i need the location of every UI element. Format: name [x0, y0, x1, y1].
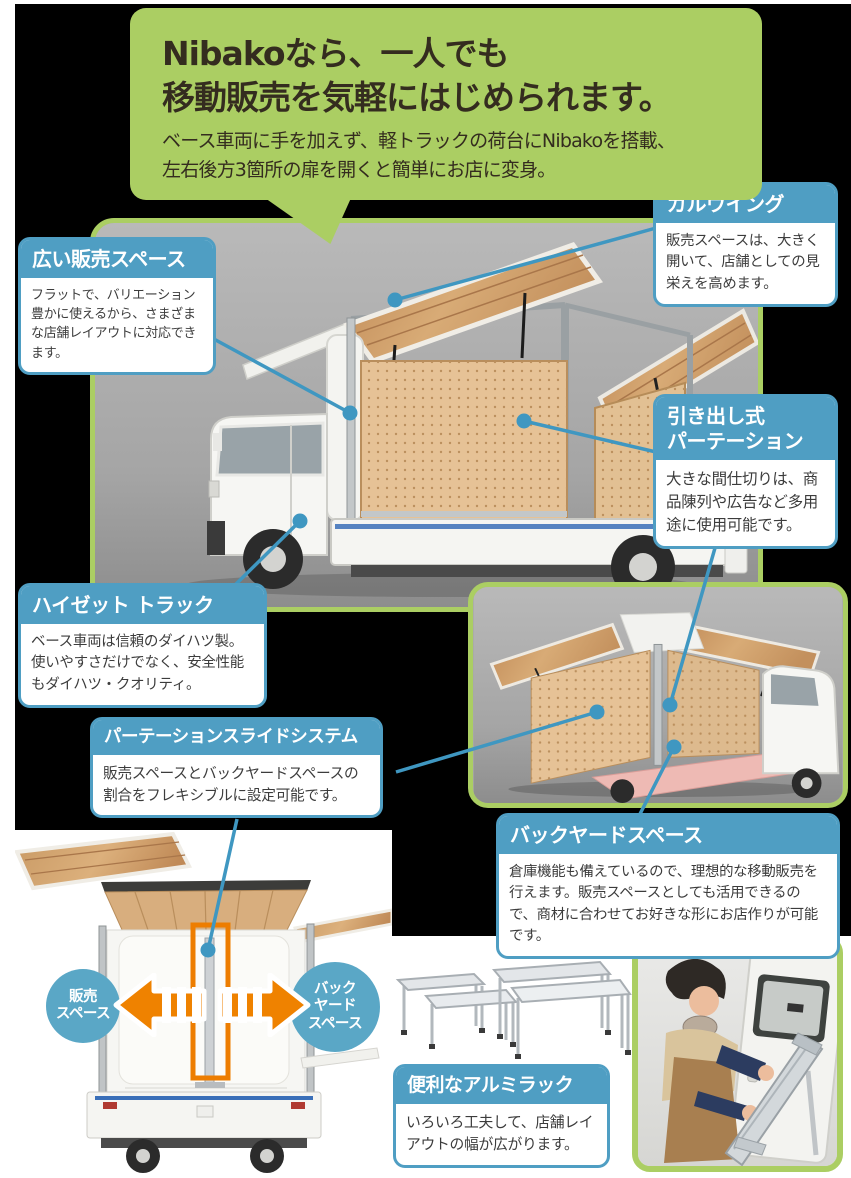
front-post: [346, 317, 356, 521]
callout-backyard-space-body: 倉庫機能も備えているので、理想的な移動販売を行えます。販売スペースとしても活用で…: [509, 864, 818, 944]
callout-wide-sales-space-body: フラットで、バリエーション豊かに使えるから、さまざまな店舗レイアウトに対応できま…: [31, 288, 197, 361]
callout-gullwing-body: 販売スペースは、大きく開いて、店舗としての見栄えを高めます。: [666, 233, 820, 292]
callout-aluminum-rack: 便利なアルミラック いろいろ工夫して、店舗レイアウトの幅が広がります。: [393, 1064, 610, 1168]
callout-partition-slide-system-title: パーテーションスライドシステム: [93, 720, 380, 755]
person-photo-frame: [632, 935, 843, 1172]
rack-table-back-right: [491, 960, 613, 1039]
arrow-left-icon: [113, 973, 207, 1037]
intro-banner: Nibakoなら、一人でも 移動販売を気軽にはじめられます。 ベース車両に手を加…: [130, 8, 762, 200]
table-leg: [805, 1070, 819, 1156]
callout-pullout-partition-body: 大きな間仕切りは、商品陳列や広告など多用途に使用可能です。: [666, 470, 819, 534]
diagram-wheels: [126, 1139, 284, 1173]
truck-rear-angle-illustration: [473, 587, 843, 803]
diagram-bed: [86, 1091, 322, 1148]
callout-partition-slide-system-body: 販売スペースとバックヤードスペースの割合をフレキシブルに設定可能です。: [103, 764, 359, 804]
rear-left-wheel: [610, 779, 635, 803]
front-wheel: [243, 529, 303, 589]
rack-table-front-left: [423, 988, 519, 1049]
center-post: [653, 643, 663, 766]
callout-wide-sales-space-title: 広い販売スペース: [21, 240, 213, 278]
side-shelf: [300, 1047, 380, 1069]
page-subtitle: ベース車両に手を加えず、軽トラックの荷台にNibakoを搭載、 左右後方3箇所の…: [162, 130, 676, 181]
sales-space-bubble: 販売 スペース: [46, 969, 120, 1043]
held-aluminum-rack: [724, 1032, 824, 1166]
callout-backyard-space: バックヤードスペース 倉庫機能も備えているので、理想的な移動販売を行えます。販売…: [496, 813, 840, 960]
rack-table-front-right: [510, 978, 632, 1059]
callout-partition-slide-system: パーテーションスライドシステム 販売スペースとバックヤードスペースの割合をフレキ…: [90, 717, 383, 819]
callout-wide-sales-space: 広い販売スペース フラットで、バリエーション豊かに使えるから、さまざまな店舗レイ…: [18, 237, 216, 375]
callout-hijet-truck-body: ベース車両は信頼のダイハツ製。使いやすさだけでなく、安全性能もダイハツ・クオリテ…: [31, 634, 244, 693]
backyard-photo-frame: [468, 582, 848, 808]
person: [662, 958, 774, 1163]
callout-backyard-space-title: バックヤードスペース: [499, 816, 837, 854]
callout-pullout-partition-title: 引き出し式 パーテーション: [656, 397, 835, 460]
arrow-right-icon: [217, 973, 311, 1037]
diagram-left-wing: [15, 831, 193, 891]
person-loading-rack-illustration: [638, 941, 837, 1166]
callout-hijet-truck-title: ハイゼット トラック: [21, 586, 264, 624]
callout-gullwing: ガルウイング 販売スペースは、大きく開いて、店舗としての見栄えを高めます。: [653, 182, 838, 307]
page-title: Nibakoなら、一人でも 移動販売を気軽にはじめられます。: [162, 34, 672, 117]
mid-rail: [361, 511, 567, 517]
main-pegboard-panel: [360, 360, 568, 520]
callout-aluminum-rack-title: 便利なアルミラック: [396, 1067, 607, 1104]
cab-rear-view: [762, 665, 840, 799]
roof-edge-bar: [101, 880, 311, 893]
box-front-wall: [326, 334, 364, 521]
callout-pullout-partition: 引き出し式 パーテーション 大きな間仕切りは、商品陳列や広告など多用途に使用可能…: [653, 394, 838, 549]
callout-hijet-truck: ハイゼット トラック ベース車両は信頼のダイハツ製。使いやすさだけでなく、安全性…: [18, 583, 267, 709]
callout-aluminum-rack-body: いろいろ工夫して、店舗レイアウトの幅が広がります。: [406, 1113, 594, 1153]
